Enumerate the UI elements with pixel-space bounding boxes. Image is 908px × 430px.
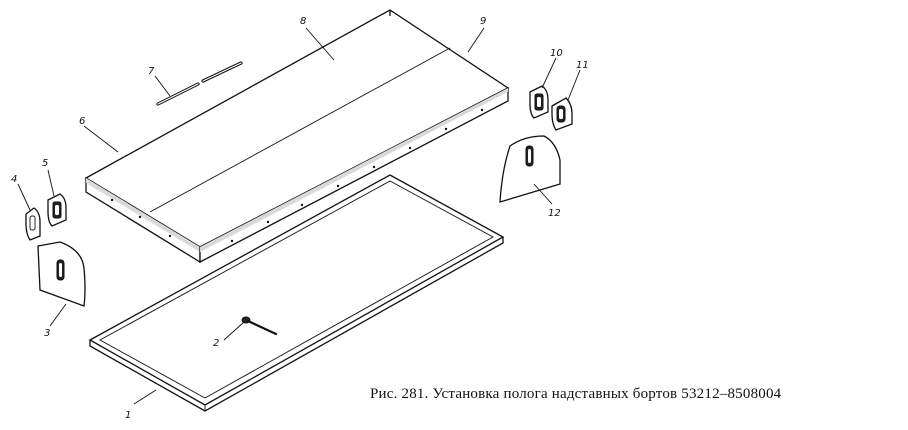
callout-9: 9 [480,16,486,27]
callout-6: 6 [79,116,85,127]
callout-3: 3 [44,328,50,339]
callout-5: 5 [42,158,48,169]
callout-12: 12 [548,208,561,219]
part-right-flap [499,135,561,203]
part-rods [156,61,243,106]
callout-7: 7 [148,66,155,77]
callout-8: 8 [300,16,306,27]
part-tarpaulin-panel [84,9,510,264]
part-small-plate-right [551,97,573,131]
part-left-flap [37,241,86,307]
callout-4: 4 [11,174,17,185]
callout-2: 2 [213,338,219,349]
callout-labels: 1 2 3 4 5 6 7 8 9 10 11 12 [11,16,589,421]
callout-10: 10 [550,48,563,59]
callout-1: 1 [125,410,131,421]
callout-11: 11 [576,60,589,71]
part-small-plate-left [25,207,41,241]
figure-caption: Рис. 281. Установка полога надставных бо… [370,386,782,402]
part-frame [88,174,505,412]
part-buckle-right [529,85,549,119]
part-pin [241,316,278,336]
part-buckle-left [47,193,67,227]
leader-lines [17,27,581,405]
